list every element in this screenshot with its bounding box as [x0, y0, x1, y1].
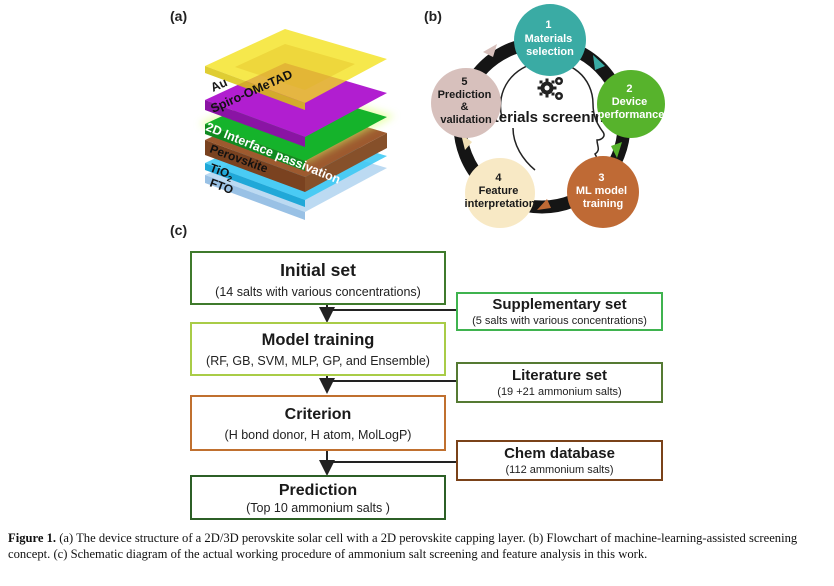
- model-training-detail: (RF, GB, SVM, MLP, GP, and Ensemble): [206, 354, 430, 368]
- prediction-detail: (Top 10 ammonium salts ): [246, 501, 390, 515]
- svg-text:5 Prediction &: 5 Prediction & validation: [438, 76, 495, 126]
- cycle-center-title: Materials screening: [473, 109, 613, 126]
- supplementary-set-title: Supplementary set: [492, 296, 627, 313]
- literature-set-title: Literature set: [511, 367, 608, 384]
- chem-database-box: Chem database (112 ammonium salts): [456, 440, 663, 481]
- caption-lead: Figure 1.: [8, 531, 57, 545]
- initial-set-title: Initial set: [280, 260, 356, 280]
- svg-text:2 Device performan: 2 Device performance: [598, 83, 665, 121]
- device-stack-diagram: Au Spiro-OMeTAD 2D Interface passivation…: [199, 29, 395, 220]
- criterion-detail: (H bond donor, H atom, MolLogP): [224, 428, 412, 442]
- initial-set-box: Initial set (14 salts with various conce…: [190, 251, 446, 305]
- criterion-title: Criterion: [284, 406, 352, 423]
- cycle-step-5: 5 Prediction & validation: [431, 68, 501, 138]
- prediction-box: Prediction (Top 10 ammonium salts ): [190, 475, 446, 520]
- supplementary-set-box: Supplementary set (5 salts with various …: [456, 292, 663, 331]
- svg-text:4 Feature interpre: 4 Feature interpretation: [465, 172, 536, 210]
- figure-caption: Figure 1. (a) The device structure of a …: [8, 530, 828, 562]
- cycle-step-3: 3 ML model training: [567, 156, 639, 228]
- literature-set-detail: (19 +21 ammonium salts): [497, 386, 622, 398]
- cycle-step-1: 1 Materials selection: [514, 4, 586, 76]
- panel-label-a: (a): [170, 8, 188, 24]
- au-layer: [205, 29, 387, 103]
- initial-set-detail: (14 salts with various concentrations): [215, 285, 421, 299]
- layer-label-tio2: TiO2: [207, 161, 236, 185]
- model-training-title: Model training: [261, 331, 375, 349]
- panel-label-b: (b): [424, 8, 442, 24]
- screening-cycle-diagram: Materials screening 1 Materials selectio…: [431, 4, 665, 228]
- layer-label-au: Au: [209, 75, 230, 95]
- chem-database-detail: (112 ammonium salts): [505, 464, 614, 476]
- prediction-title: Prediction: [278, 482, 358, 499]
- chem-database-title: Chem database: [504, 445, 615, 462]
- criterion-box: Criterion (H bond donor, H atom, MolLogP…: [190, 395, 446, 451]
- gears-icon: [537, 77, 563, 100]
- svg-text:3 ML model trainin: 3 ML model training: [576, 172, 630, 210]
- cycle-step-2: 2 Device performance: [597, 70, 665, 138]
- panel-label-c: (c): [170, 222, 188, 238]
- caption-text: (a) The device structure of a 2D/3D pero…: [8, 531, 798, 561]
- model-training-box: Model training (RF, GB, SVM, MLP, GP, an…: [190, 322, 446, 376]
- literature-set-box: Literature set (19 +21 ammonium salts): [456, 362, 663, 403]
- supplementary-set-detail: (5 salts with various concentrations): [472, 315, 647, 327]
- cycle-step-4: 4 Feature interpretation: [465, 158, 536, 228]
- svg-text:1 Materials select: 1 Materials selection: [525, 19, 576, 58]
